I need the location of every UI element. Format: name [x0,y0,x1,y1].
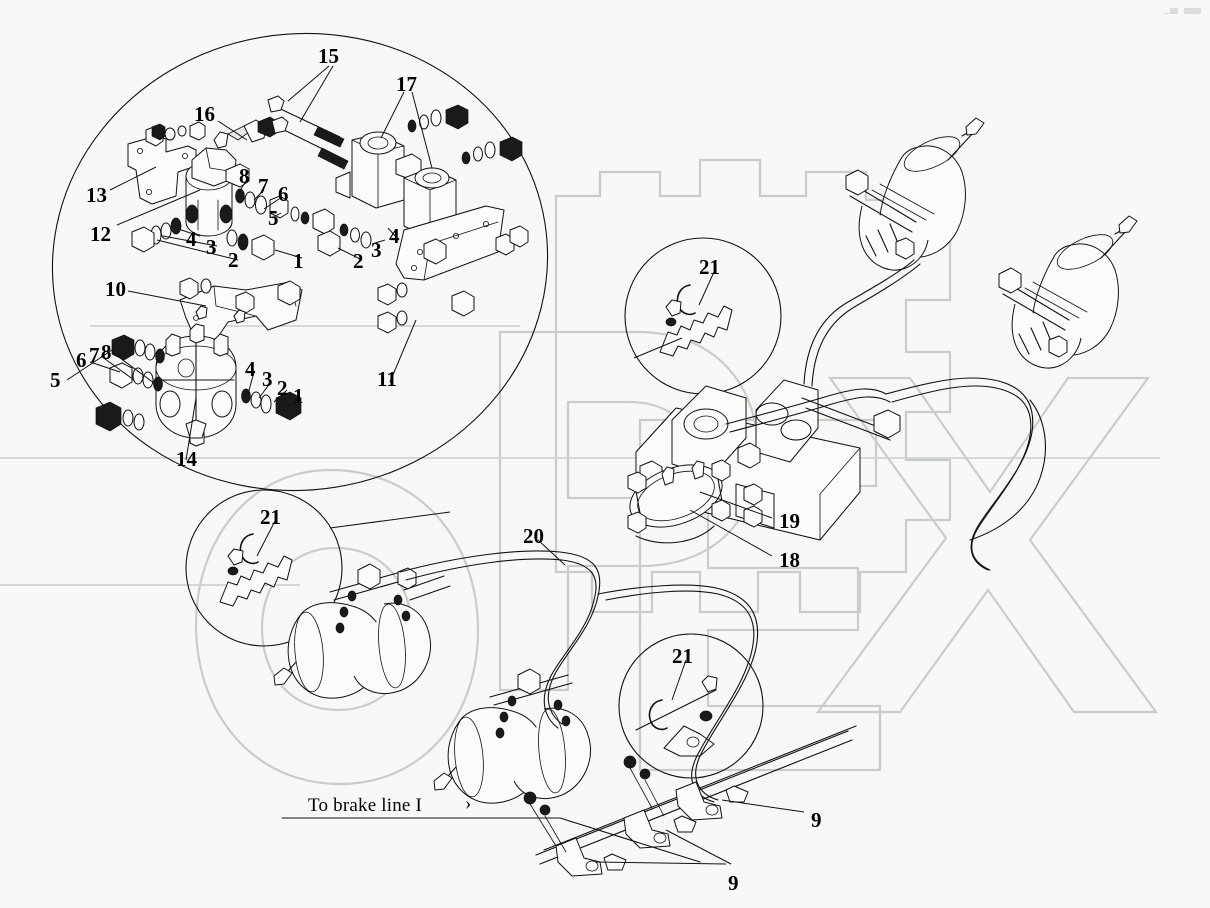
callout-5: 5 [268,206,279,230]
air-line-tubing [399,259,1046,803]
callout-17: 17 [396,72,417,96]
callout-3: 3 [206,235,217,259]
callout-8: 8 [239,164,250,188]
callout-3: 3 [262,367,273,391]
callout-21: 21 [260,505,281,529]
reservoir-clamp-18 [627,459,731,544]
detail-circle-21-upper [624,237,782,395]
callout-19: 19 [779,509,800,533]
callout-6: 6 [278,182,289,206]
callout-4: 4 [186,227,197,251]
brake-line-arrow-icon: › [465,793,472,814]
washer-chain-mid [226,229,275,261]
callout-14: 14 [176,447,197,471]
leader-lines [66,65,805,865]
corner-mark-icon [1162,8,1201,14]
callout-6: 6 [76,348,87,372]
detail-ellipse-boundary [51,32,549,492]
gear-watermark [554,158,952,614]
callout-2: 2 [228,248,239,272]
callout-3: 3 [371,238,382,262]
detail-circle-21-left [185,489,343,647]
plug-16 [213,116,279,149]
callout-9: 9 [811,808,822,832]
bracket-11-fasteners [377,225,529,334]
upper-valve-assembly [127,95,529,334]
callout-2: 2 [277,376,288,400]
callout-21: 21 [672,644,693,668]
brake-chamber-bottom-1 [273,563,451,699]
callout-7: 7 [258,174,269,198]
callout-7: 7 [89,343,100,367]
washer-chain-mid2 [317,230,341,257]
brake-chamber-top-right-1 [845,117,985,271]
washer-chain-lower-left [95,334,165,432]
callout-16: 16 [194,102,215,126]
callout-4: 4 [245,357,256,381]
callout-12: 12 [90,222,111,246]
washer-chain-upper-left [131,217,182,253]
callout-11: 11 [377,367,397,391]
brake-chamber-top-right-2 [998,215,1138,369]
callout-4: 4 [389,224,400,248]
callout-2: 2 [353,249,364,273]
callout-10: 10 [105,277,126,301]
studs-15 [267,95,349,170]
bracket-10-fasteners [179,277,301,324]
callout-9: 9 [728,871,739,895]
callout-8: 8 [101,340,112,364]
opex-watermark-text [194,330,1159,786]
brake-chamber-bottom-2 [433,668,591,804]
brake-line-underline [281,817,701,863]
brake-line-label: To brake line I [308,795,423,816]
callout-20: 20 [523,524,544,548]
callout-13: 13 [86,183,107,207]
callout-18: 18 [779,548,800,572]
callout-21: 21 [699,255,720,279]
callout-1: 1 [293,249,304,273]
callout-1: 1 [293,384,304,408]
fasteners-upper-left [145,121,206,147]
callout-5: 5 [50,368,61,392]
lower-valve-assembly [95,277,303,447]
callout-15: 15 [318,44,339,68]
